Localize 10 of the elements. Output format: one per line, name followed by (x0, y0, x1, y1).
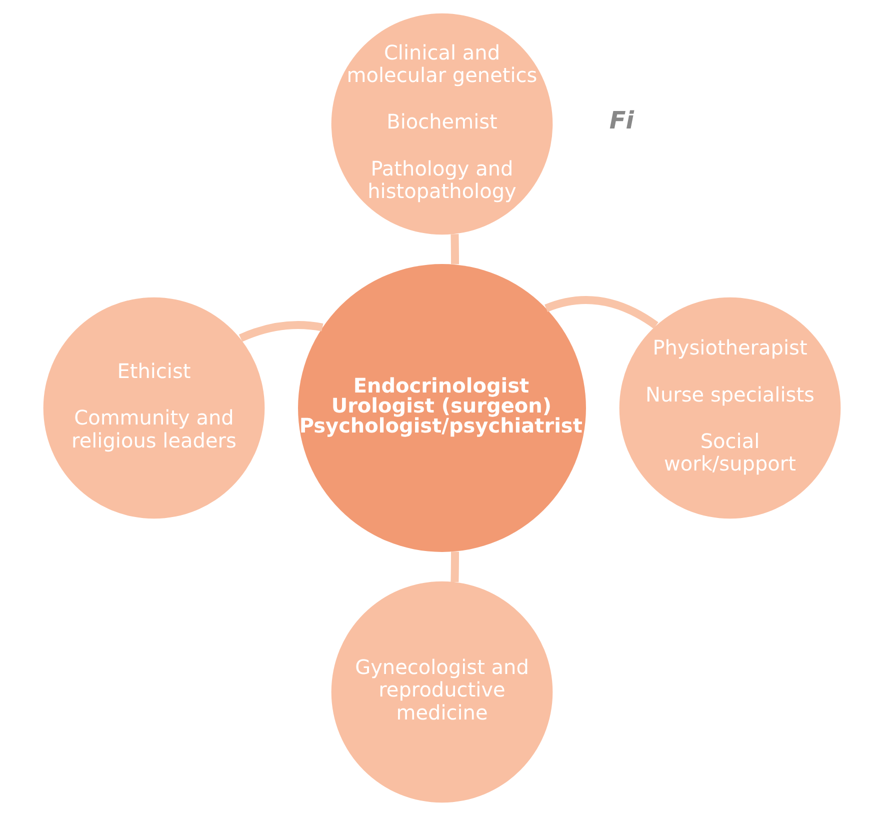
connector (544, 296, 658, 329)
node-circle: Ethicist Community and religious leaders (43, 297, 265, 519)
node-circle: Clinical and molecular genetics Biochemist Pathology and histopathology (331, 13, 553, 235)
node-circle: Physiotherapist Nurse specialists Social work/support (619, 297, 841, 519)
label: Fi (609, 106, 634, 135)
node-circle: Gynecologist and reproductive medicine (331, 581, 553, 803)
connector (450, 552, 459, 582)
connector (239, 321, 324, 342)
connector (450, 234, 459, 264)
node-circle: Endocrinologist Urologist (surgeon) Psychologist/psychiatrist (298, 264, 586, 552)
